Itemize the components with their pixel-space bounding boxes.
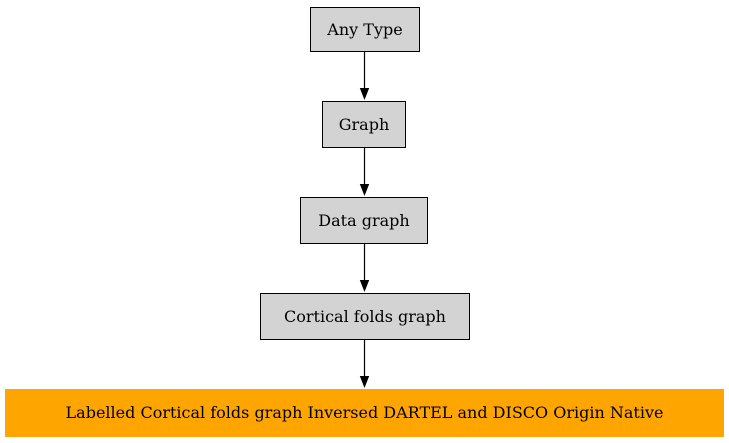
arrowhead-icon (359, 88, 370, 100)
arrowhead-icon (359, 184, 370, 196)
arrowhead-icon (359, 280, 370, 292)
edge-cortical-folds-graph-to-labelled (359, 340, 370, 388)
node-data-graph: Data graph (300, 197, 428, 244)
edge-data-graph-to-cortical-folds-graph (359, 244, 370, 292)
edge-any-type-to-graph (359, 52, 370, 100)
node-graph: Graph (322, 101, 406, 148)
edge-graph-to-data-graph (359, 148, 370, 196)
node-cortical-folds-graph: Cortical folds graph (260, 293, 470, 340)
arrowhead-icon (359, 376, 370, 388)
node-labelled-cortical-folds-graph: Labelled Cortical folds graph Inversed D… (5, 389, 724, 437)
node-any-type: Any Type (310, 7, 420, 52)
